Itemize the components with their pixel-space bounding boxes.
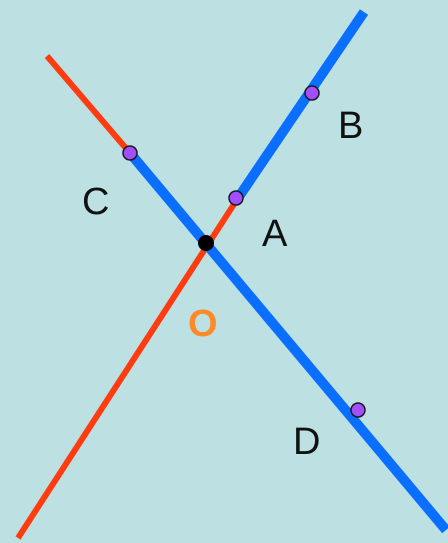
label-a: A — [262, 213, 288, 255]
point-d — [350, 402, 366, 418]
point-b — [304, 85, 320, 101]
label-o: O — [188, 303, 218, 345]
ray-cd-blue — [126, 149, 448, 534]
point-o — [198, 235, 214, 251]
point-a — [228, 190, 244, 206]
line-cd-red — [44, 54, 133, 155]
line-ab-red — [15, 196, 241, 540]
ray-ab-blue — [233, 9, 369, 201]
point-c — [122, 145, 138, 161]
label-b: B — [338, 105, 363, 147]
label-d: D — [293, 421, 320, 463]
label-c: C — [82, 181, 109, 223]
